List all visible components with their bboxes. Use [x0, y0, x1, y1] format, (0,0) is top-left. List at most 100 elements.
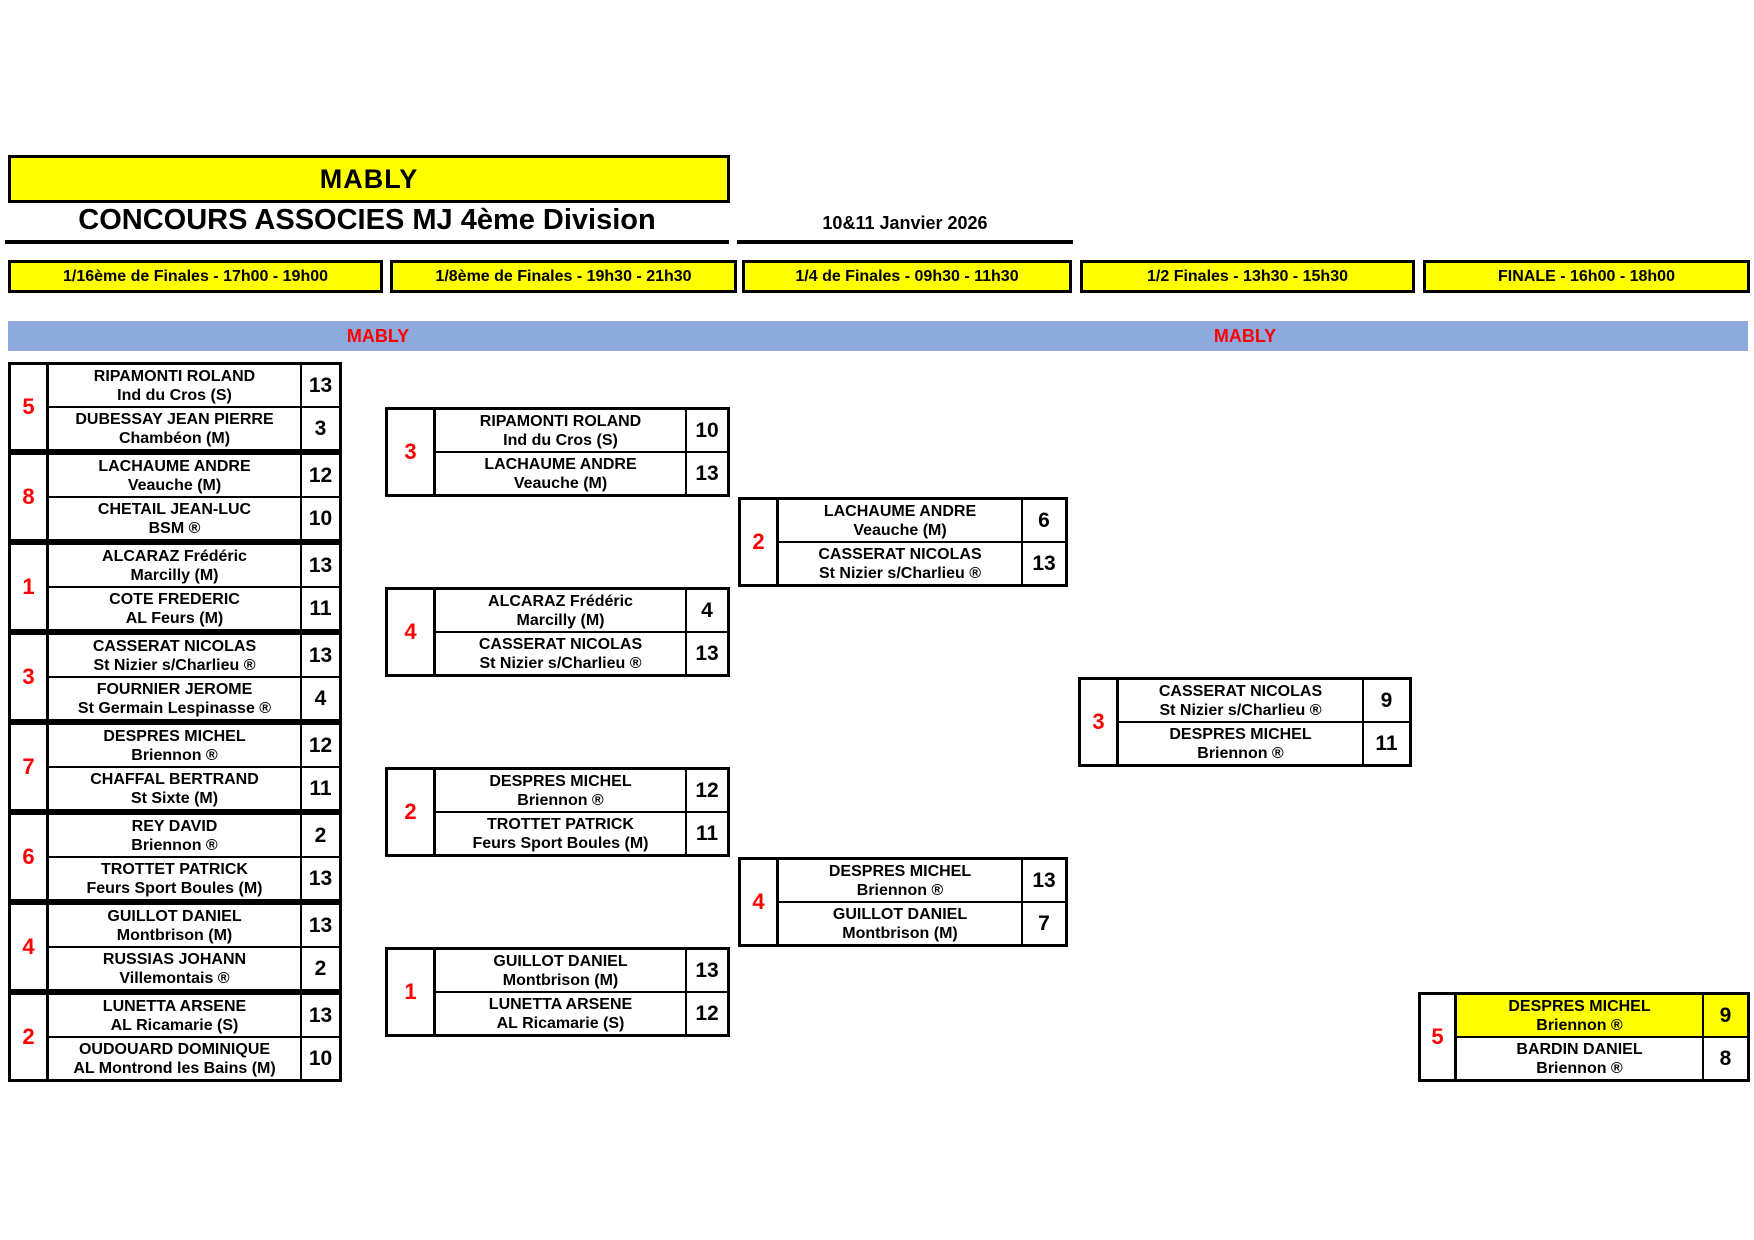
player-score: 4	[300, 678, 339, 719]
player-name: FOURNIER JEROME	[96, 680, 253, 698]
player-score: 11	[1362, 723, 1409, 764]
player-row: DESPRES MICHEL Briennon ® 12	[436, 770, 727, 813]
player-name: RIPAMONTI ROLAND	[93, 367, 256, 385]
player-cell: OUDOUARD DOMINIQUE AL Montrond les Bains…	[49, 1038, 300, 1079]
player-cell: CHETAIL JEAN-LUC BSM ®	[49, 498, 300, 539]
player-row: DESPRES MICHEL Briennon ® 9	[1457, 995, 1747, 1038]
player-score: 13	[685, 633, 727, 674]
r8-match-1: 1 GUILLOT DANIEL Montbrison (M) 13 LUNET…	[385, 947, 730, 1037]
player-score: 12	[300, 455, 339, 496]
player-cell: TROTTET PATRICK Feurs Sport Boules (M)	[49, 858, 300, 899]
player-club: AL Feurs (M)	[125, 609, 224, 627]
r8-match-3: 3 RIPAMONTI ROLAND Ind du Cros (S) 10 LA…	[385, 407, 730, 497]
player-name: DESPRES MICHEL	[828, 862, 972, 880]
player-score: 2	[300, 948, 339, 989]
player-club: St Nizier s/Charlieu ®	[1159, 701, 1322, 719]
player-cell: CHAFFAL BERTRAND St Sixte (M)	[49, 768, 300, 809]
qf-match-4: 4 DESPRES MICHEL Briennon ® 13 GUILLOT D…	[738, 857, 1068, 947]
player-name: BARDIN DANIEL	[1516, 1040, 1643, 1058]
round-header-sixteenths: 1/16ème de Finales - 17h00 - 19h00	[8, 260, 383, 293]
player-name: DUBESSAY JEAN PIERRE	[75, 410, 274, 428]
player-club: AL Ricamarie (S)	[496, 1014, 625, 1032]
player-cell: RUSSIAS JOHANN Villemontais ®	[49, 948, 300, 989]
player-score: 13	[685, 950, 727, 991]
player-name: CHAFFAL BERTRAND	[90, 770, 259, 788]
player-name: DESPRES MICHEL	[1169, 725, 1312, 743]
player-name: LUNETTA ARSENE	[488, 995, 633, 1013]
match-seed: 5	[11, 365, 49, 449]
player-row: RIPAMONTI ROLAND Ind du Cros (S) 13	[49, 365, 339, 408]
player-row: RUSSIAS JOHANN Villemontais ® 2	[49, 948, 339, 989]
player-cell: LACHAUME ANDRE Veauche (M)	[436, 453, 685, 494]
player-score: 11	[300, 588, 339, 629]
player-row: LUNETTA ARSENE AL Ricamarie (S) 13	[49, 995, 339, 1038]
title-underline	[5, 240, 729, 244]
player-name: LACHAUME ANDRE	[823, 502, 977, 520]
match-seed: 1	[11, 545, 49, 629]
match-seed: 6	[11, 815, 49, 899]
player-cell: RIPAMONTI ROLAND Ind du Cros (S)	[49, 365, 300, 406]
player-club: Marcilly (M)	[516, 611, 605, 629]
player-row: ALCARAZ Frédéric Marcilly (M) 13	[49, 545, 339, 588]
player-name: TROTTET PATRICK	[487, 815, 634, 833]
player-club: Feurs Sport Boules (M)	[86, 879, 263, 897]
player-name: GUILLOT DANIEL	[107, 907, 242, 925]
player-club: Briennon ®	[1536, 1016, 1623, 1034]
player-row: DESPRES MICHEL Briennon ® 13	[779, 860, 1065, 903]
player-score: 12	[685, 993, 727, 1034]
competition-title: CONCOURS ASSOCIES MJ 4ème Division	[78, 203, 656, 236]
player-score: 10	[685, 410, 727, 451]
club-banner-label: MABLY	[319, 163, 419, 194]
player-score: 13	[300, 365, 339, 406]
player-row: GUILLOT DANIEL Montbrison (M) 13	[49, 905, 339, 948]
player-score: 7	[1021, 903, 1065, 944]
player-name: LACHAUME ANDRE	[484, 455, 637, 473]
player-club: Villemontais ®	[119, 969, 230, 987]
player-cell: DUBESSAY JEAN PIERRE Chambéon (M)	[49, 408, 300, 449]
event-date: 10&11 Janvier 2026	[822, 212, 988, 233]
player-score: 10	[300, 1038, 339, 1079]
date-underline	[737, 240, 1073, 244]
player-row: DESPRES MICHEL Briennon ® 11	[1119, 723, 1409, 764]
r16-match-2: 2 LUNETTA ARSENE AL Ricamarie (S) 13 OUD…	[8, 992, 342, 1082]
player-row: CASSERAT NICOLAS St Nizier s/Charlieu ® …	[779, 543, 1065, 584]
player-score: 13	[300, 858, 339, 899]
player-score: 9	[1362, 680, 1409, 721]
player-cell: REY DAVID Briennon ®	[49, 815, 300, 856]
player-club: St Nizier s/Charlieu ®	[479, 654, 642, 672]
player-club: Briennon ®	[856, 881, 944, 899]
player-club: AL Ricamarie (S)	[110, 1016, 239, 1034]
player-cell: CASSERAT NICOLAS St Nizier s/Charlieu ®	[1119, 680, 1362, 721]
player-club: Briennon ®	[517, 791, 604, 809]
player-name: DESPRES MICHEL	[489, 772, 632, 790]
player-score: 13	[300, 995, 339, 1036]
player-name: CHETAIL JEAN-LUC	[97, 500, 252, 518]
player-score: 12	[685, 770, 727, 811]
match-seed: 2	[11, 995, 49, 1079]
round-header-eighths: 1/8ème de Finales - 19h30 - 21h30	[390, 260, 737, 293]
player-cell: LUNETTA ARSENE AL Ricamarie (S)	[436, 993, 685, 1034]
round-header-final: FINALE - 16h00 - 18h00	[1423, 260, 1750, 293]
player-club: BSM ®	[148, 519, 201, 537]
player-name: RIPAMONTI ROLAND	[479, 412, 642, 430]
player-row: LUNETTA ARSENE AL Ricamarie (S) 12	[436, 993, 727, 1034]
player-club: Veauche (M)	[127, 476, 222, 494]
player-name: CASSERAT NICOLAS	[1158, 682, 1323, 700]
player-row: TROTTET PATRICK Feurs Sport Boules (M) 1…	[49, 858, 339, 899]
player-cell: RIPAMONTI ROLAND Ind du Cros (S)	[436, 410, 685, 451]
player-score: 13	[300, 905, 339, 946]
player-score: 8	[1702, 1038, 1747, 1079]
player-row: LACHAUME ANDRE Veauche (M) 13	[436, 453, 727, 494]
match-seed: 4	[11, 905, 49, 989]
player-score: 9	[1702, 995, 1747, 1036]
player-name: GUILLOT DANIEL	[832, 905, 968, 923]
player-row: CASSERAT NICOLAS St Nizier s/Charlieu ® …	[1119, 680, 1409, 723]
player-score: 12	[300, 725, 339, 766]
player-club: Marcilly (M)	[130, 566, 219, 584]
player-name: LUNETTA ARSENE	[102, 997, 247, 1015]
player-name: COTE FREDERIC	[109, 590, 240, 608]
qf-match-2: 2 LACHAUME ANDRE Veauche (M) 6 CASSERAT …	[738, 497, 1068, 587]
player-score: 13	[300, 545, 339, 586]
match-seed: 2	[388, 770, 436, 854]
player-cell: GUILLOT DANIEL Montbrison (M)	[49, 905, 300, 946]
